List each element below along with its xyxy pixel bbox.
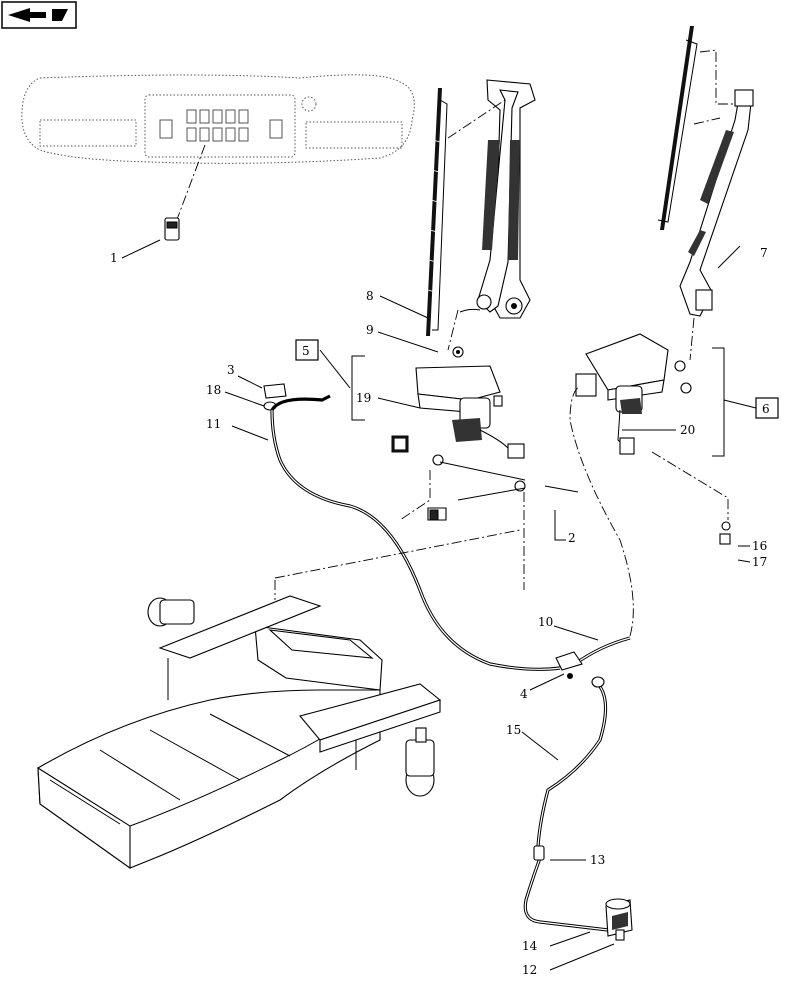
hose-tee-4 bbox=[555, 651, 605, 688]
washer-pump bbox=[605, 898, 633, 941]
callout-18: 18 bbox=[206, 383, 221, 397]
washer-hose-11 bbox=[270, 394, 561, 671]
callout-5-box bbox=[295, 339, 319, 361]
lead-rear-mount bbox=[651, 451, 729, 520]
group-5-bracket bbox=[351, 355, 365, 421]
callout-16: 16 bbox=[752, 539, 767, 553]
callout-7: 7 bbox=[760, 246, 768, 260]
front-wiper-motor-assembly bbox=[391, 346, 579, 521]
page-back-arrow-icon[interactable] bbox=[1, 1, 77, 29]
rear-wiper-motor-assembly bbox=[575, 333, 692, 455]
callout-8: 8 bbox=[366, 289, 374, 303]
callout-20: 20 bbox=[680, 423, 695, 437]
callout-2: 2 bbox=[568, 531, 576, 545]
callout-19: 19 bbox=[356, 391, 371, 405]
nut-16-17 bbox=[719, 521, 731, 545]
callout-14: 14 bbox=[522, 939, 538, 953]
callout-9: 9 bbox=[366, 323, 374, 337]
callout-15: 15 bbox=[506, 723, 521, 737]
washer-hose-10 bbox=[569, 385, 634, 666]
callout-11: 11 bbox=[206, 417, 221, 431]
washer-hose-15 bbox=[536, 682, 608, 847]
callout-13: 13 bbox=[590, 853, 605, 867]
callout-3: 3 bbox=[227, 363, 235, 377]
callout-1: 1 bbox=[110, 251, 118, 265]
rear-wiper-blade bbox=[657, 26, 698, 230]
air-duct-assembly bbox=[37, 470, 525, 870]
hose-connector-13 bbox=[533, 845, 545, 861]
callout-17: 17 bbox=[752, 555, 767, 569]
rear-wiper-arm bbox=[679, 49, 754, 361]
leader-lines bbox=[121, 239, 751, 971]
washer-hose-14 bbox=[523, 857, 609, 932]
front-wiper-blade bbox=[426, 88, 448, 336]
wiper-switch bbox=[164, 217, 180, 241]
callout-12: 12 bbox=[522, 963, 537, 977]
callout-5: 5 bbox=[302, 344, 310, 358]
callout-4: 4 bbox=[520, 687, 528, 701]
front-wiper-arm bbox=[447, 79, 536, 351]
callout-10: 10 bbox=[538, 615, 553, 629]
group-6-bracket bbox=[712, 347, 725, 457]
callout-6: 6 bbox=[762, 402, 770, 416]
overhead-console-outline bbox=[21, 74, 415, 223]
callout-6-box bbox=[755, 397, 779, 419]
